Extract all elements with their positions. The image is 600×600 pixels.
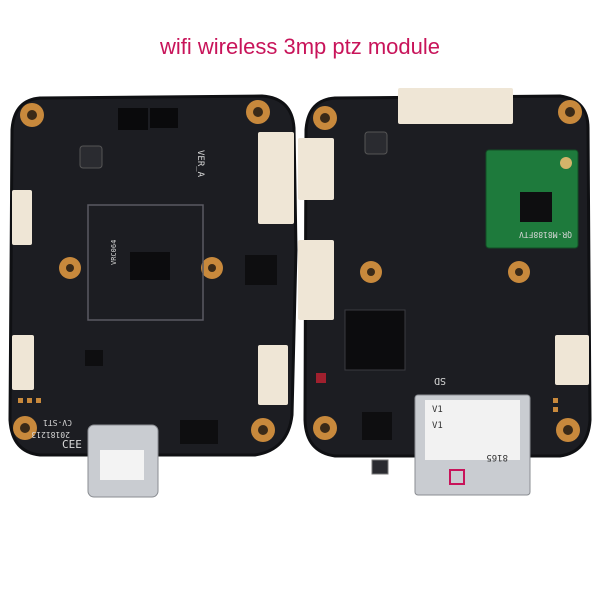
connector-left-top	[298, 138, 334, 200]
chip-label: VRC064	[110, 240, 118, 265]
sensor-outline	[87, 204, 204, 321]
sticker	[425, 400, 520, 460]
silk-model: CV-ST1	[43, 418, 72, 427]
ic-chip	[245, 255, 277, 285]
mounting-hole	[246, 100, 270, 124]
sticker-v1-bottom: V1	[432, 421, 443, 431]
test-pads	[553, 398, 558, 412]
connector-left-top	[12, 190, 32, 245]
mounting-hole	[556, 418, 580, 442]
mounting-hole	[13, 416, 37, 440]
silk-sd: SD	[434, 375, 446, 386]
antenna-connector	[560, 157, 572, 169]
mounting-hole	[201, 257, 223, 279]
mounting-hole	[558, 100, 582, 124]
wifi-chip	[520, 192, 552, 222]
connector-right-bottom	[258, 345, 288, 405]
smd-component	[118, 108, 148, 130]
smd-component	[150, 108, 178, 128]
ic-chip	[180, 420, 218, 444]
silk-rev: VER_A	[195, 150, 205, 178]
test-pads	[18, 398, 41, 403]
mounting-hole	[59, 257, 81, 279]
mounting-hole	[313, 106, 337, 130]
led	[316, 373, 326, 383]
connector-top	[398, 88, 513, 124]
ic-chip	[362, 412, 392, 440]
red-mark	[449, 469, 465, 485]
ic-chip	[85, 350, 103, 366]
main-processor	[344, 309, 406, 371]
silk-mark: CEE	[62, 438, 82, 451]
mounting-hole	[313, 416, 337, 440]
sticker-code: 8165	[486, 452, 508, 462]
inductor	[79, 145, 103, 169]
right-board: QR-M8188FTV SD V1 V1 8165	[298, 88, 592, 496]
barcode-sticker	[100, 450, 144, 480]
mounting-hole	[360, 261, 382, 283]
image-sensor-chip	[130, 252, 170, 280]
silk-date: 20181213	[31, 430, 70, 439]
connector-right	[555, 335, 589, 385]
left-board: VRC064 VER_A 20181213 CV-ST1 CEE	[8, 94, 298, 498]
sticker-v1-top: V1	[432, 405, 443, 415]
mounting-hole	[251, 418, 275, 442]
connector-right-top	[258, 132, 294, 224]
photo-caption: wifi wireless 3mp ptz module	[160, 34, 440, 59]
connector-left-middle	[298, 240, 334, 320]
mounting-hole	[20, 103, 44, 127]
inductor	[364, 131, 388, 155]
connector-left-bottom	[12, 335, 34, 390]
silk-wifi-id: QR-M8188FTV	[519, 230, 572, 239]
mounting-hole	[508, 261, 530, 283]
push-button	[371, 459, 389, 475]
